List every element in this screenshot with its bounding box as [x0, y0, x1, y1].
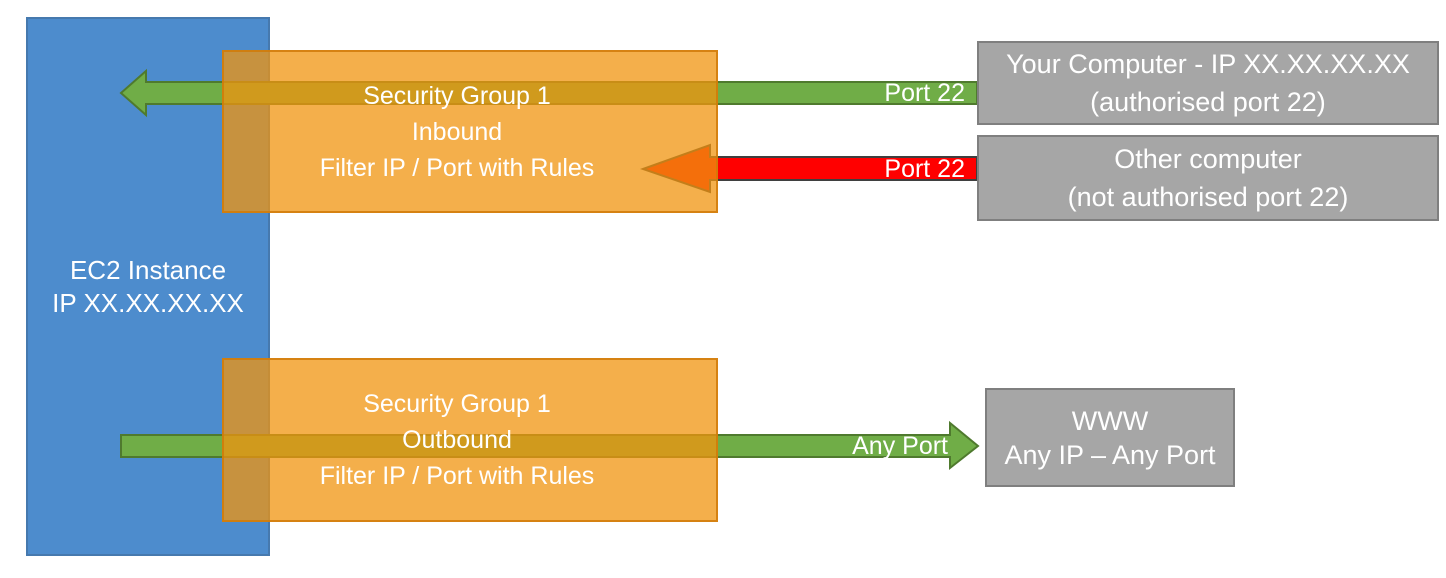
- security-group-outbound-box: Security Group 1 Outbound Filter IP / Po…: [222, 358, 718, 522]
- inbound-group-rule: Filter IP / Port with Rules: [319, 153, 595, 182]
- ec2-instance-title: EC2 Instance: [69, 254, 227, 285]
- other-computer-box: Other computer (not authorised port 22): [977, 135, 1439, 221]
- inbound-blocked-port-label: Port 22: [884, 155, 965, 183]
- your-computer-subtitle: (authorised port 22): [1090, 87, 1326, 117]
- outbound-group-name: Security Group 1: [363, 390, 551, 418]
- ec2-instance-ip: IP XX.XX.XX.XX: [52, 287, 244, 318]
- www-title: WWW: [1071, 405, 1149, 436]
- www-box: WWW Any IP – Any Port: [985, 388, 1235, 487]
- inbound-allowed-port-label: Port 22: [884, 79, 965, 107]
- other-computer-subtitle: (not authorised port 22): [1067, 182, 1349, 212]
- outbound-port-label: Any Port: [852, 432, 948, 460]
- www-subtitle: Any IP – Any Port: [1004, 439, 1216, 470]
- other-computer-title: Other computer: [1114, 144, 1302, 174]
- inbound-group-name: Security Group 1: [363, 81, 551, 110]
- security-group-inbound-box: Security Group 1 Inbound Filter IP / Por…: [222, 50, 718, 213]
- your-computer-box: Your Computer - IP XX.XX.XX.XX (authoris…: [977, 41, 1439, 125]
- inbound-group-direction: Inbound: [411, 117, 503, 146]
- outbound-group-rule: Filter IP / Port with Rules: [319, 462, 595, 490]
- outbound-group-direction: Outbound: [402, 426, 512, 454]
- your-computer-title: Your Computer - IP XX.XX.XX.XX: [1006, 49, 1410, 79]
